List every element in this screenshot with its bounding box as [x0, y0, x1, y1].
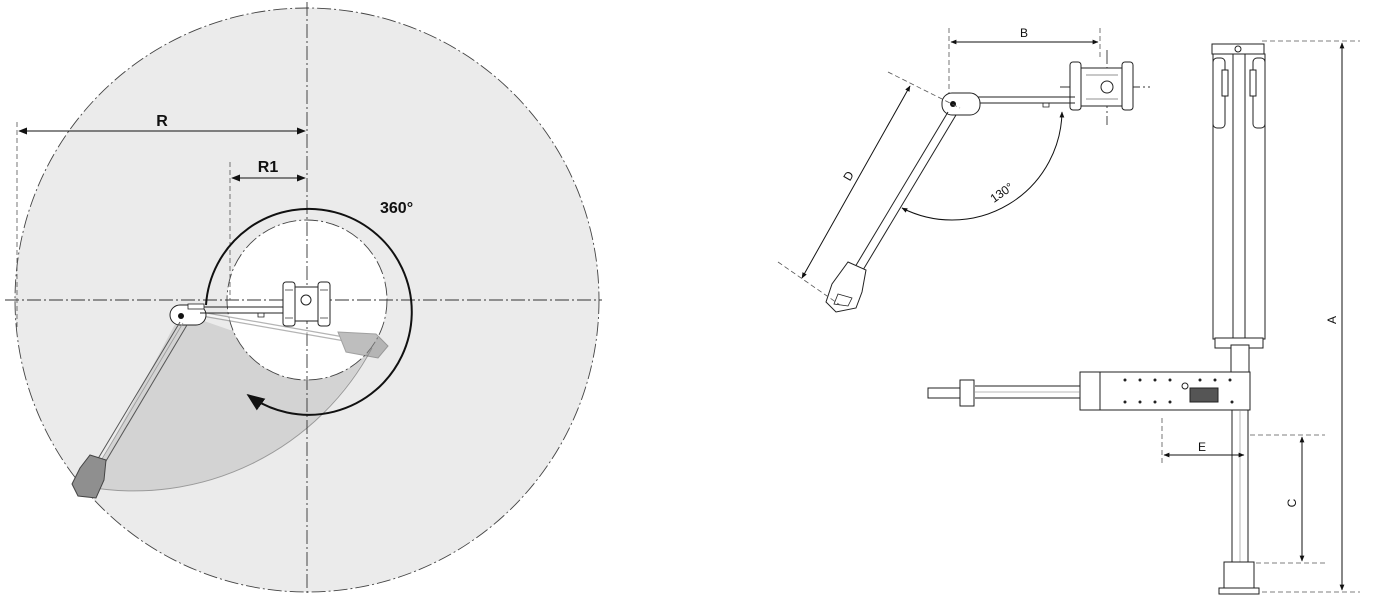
swing-arm-top-view: B D 130° — [777, 26, 1150, 313]
workspace-top-view: R R1 360° — [5, 2, 602, 595]
rotation-arc — [205, 207, 413, 416]
label-r: R — [156, 113, 168, 130]
label-d: D — [840, 168, 857, 183]
dimension-d — [801, 85, 911, 279]
tool-head-icon — [71, 454, 107, 499]
label-130: 130° — [988, 180, 1017, 206]
central-hub — [282, 281, 331, 327]
base-foot — [1223, 561, 1255, 593]
boom-arm — [71, 321, 188, 499]
label-b: B — [1020, 26, 1028, 40]
label-a: A — [1325, 316, 1339, 324]
side-elevation-view: A C E — [927, 40, 1360, 595]
label-360: 360° — [380, 200, 413, 217]
label-c: C — [1285, 498, 1299, 507]
angle-arc-130 — [901, 111, 1065, 221]
arm-ghost-position — [189, 309, 389, 359]
label-r1: R1 — [258, 159, 279, 176]
label-e: E — [1198, 440, 1206, 454]
